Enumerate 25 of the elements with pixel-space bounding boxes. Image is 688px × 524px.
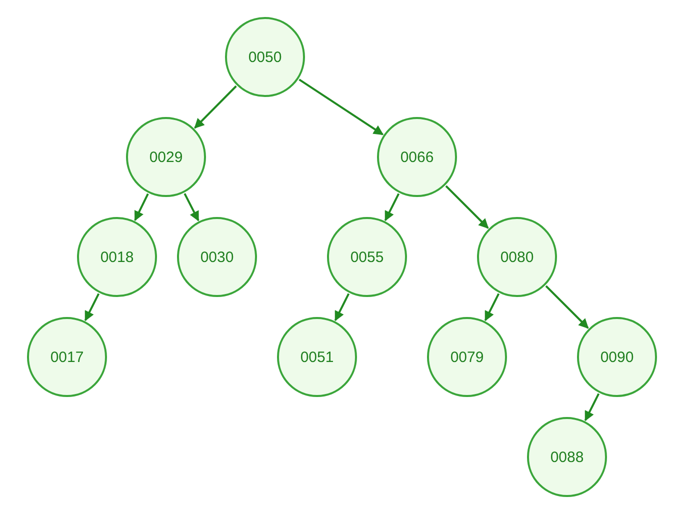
node-label: 0066 bbox=[400, 148, 434, 166]
node-label: 0017 bbox=[50, 348, 84, 366]
node-label: 0030 bbox=[200, 248, 234, 266]
node-label: 0051 bbox=[300, 348, 334, 366]
arrow bbox=[334, 293, 350, 322]
arrow bbox=[484, 293, 500, 322]
arrow bbox=[194, 85, 237, 129]
node-label: 0079 bbox=[450, 348, 484, 366]
tree-node-circle bbox=[126, 117, 206, 197]
node-label: 0090 bbox=[600, 348, 634, 366]
arrow bbox=[134, 193, 149, 222]
arrow bbox=[84, 293, 100, 322]
arrow bbox=[298, 78, 384, 136]
tree-node-circle bbox=[477, 217, 557, 297]
node-label: 0080 bbox=[500, 248, 534, 266]
arrow bbox=[384, 193, 400, 222]
arrow bbox=[584, 393, 600, 422]
node-label: 0029 bbox=[149, 148, 183, 166]
node-label: 0055 bbox=[350, 248, 384, 266]
node-label: 0050 bbox=[248, 48, 282, 66]
arrow bbox=[545, 285, 589, 329]
node-label: 0088 bbox=[550, 448, 584, 466]
arrow bbox=[445, 185, 489, 229]
arrow bbox=[184, 193, 200, 222]
node-label: 0018 bbox=[100, 248, 134, 266]
